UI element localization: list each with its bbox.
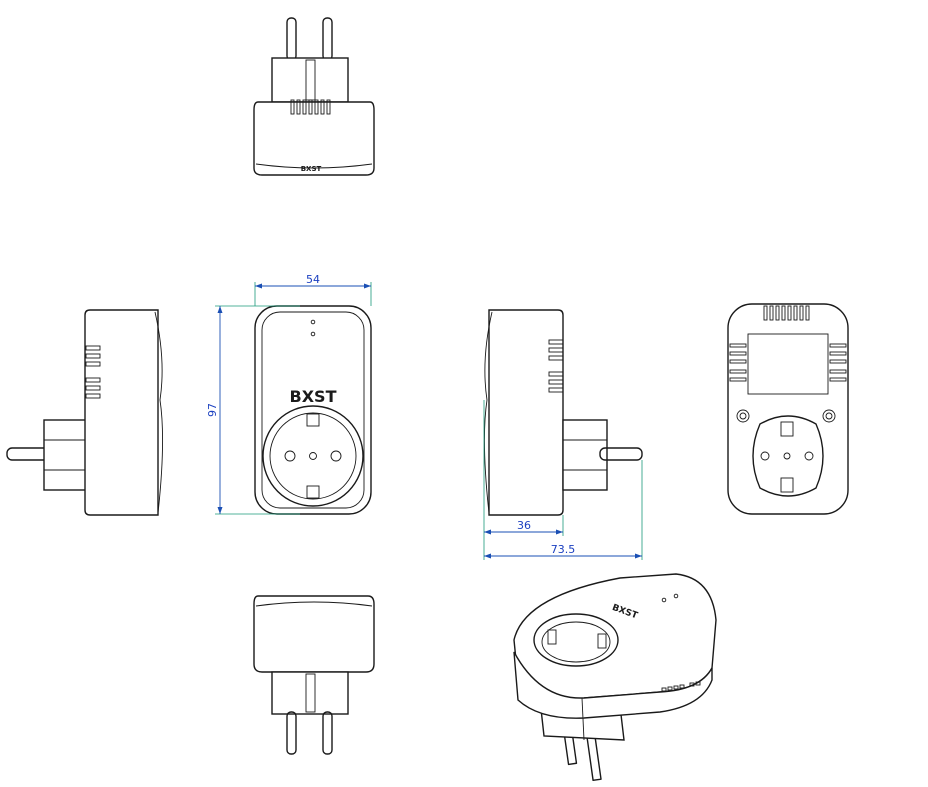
iso-socket-inner [541, 621, 611, 663]
iso-clip-left [547, 629, 557, 645]
back-socket-outline [752, 415, 824, 497]
side-plug-base-left [43, 419, 91, 491]
iso-edge [581, 697, 585, 741]
socket-hole-right [330, 450, 342, 462]
earth-clip-bottom [306, 485, 320, 499]
back-view [727, 303, 849, 515]
plug-ridge-bottom [305, 673, 316, 713]
left-side-view [6, 309, 164, 516]
top-view: BXST [253, 17, 375, 176]
iso-clip-right [597, 633, 607, 649]
side-vents-left [85, 345, 101, 399]
isometric-view: BXST [513, 573, 717, 782]
front-view: BXST [254, 305, 372, 515]
front-dimensions: 54 97 [206, 273, 372, 515]
side-housing-right [488, 309, 564, 516]
housing-top [253, 101, 375, 176]
back-hole-left [760, 451, 770, 461]
pin-left-bottom [286, 711, 297, 755]
width-label: 54 [306, 273, 320, 286]
side-dimensions: 36 73.5 [483, 400, 643, 560]
side-housing-left [84, 309, 159, 516]
logo-small-top: BXST [301, 165, 322, 173]
back-vents-top [763, 305, 810, 321]
housing-top-edge [255, 163, 373, 169]
front-face [261, 311, 365, 509]
housing-bottom-edge [255, 601, 373, 607]
pin-left [286, 17, 297, 61]
plug-base-bottom [271, 671, 349, 715]
bottom-view [253, 595, 375, 755]
vent-slots-top [290, 99, 331, 115]
side-face-curve-left [154, 311, 164, 514]
socket-inner [269, 412, 357, 500]
depth-body-label: 36 [517, 519, 531, 532]
plug-base [271, 57, 349, 103]
side-vents-right [548, 339, 564, 393]
back-ground-symbol-icon [783, 452, 791, 460]
back-earth-clip-bottom [780, 477, 794, 493]
back-hole-right [804, 451, 814, 461]
socket-outer [262, 405, 364, 507]
screw-right-icon [822, 409, 836, 423]
housing-bottom [253, 595, 375, 673]
iso-socket-outer [533, 613, 619, 667]
back-plug-recess [747, 333, 829, 395]
front-logo: BXST [290, 387, 337, 406]
earth-clip-top [306, 413, 320, 427]
iso-vents [661, 681, 701, 692]
depth-total-label: 73.5 [551, 543, 576, 556]
pin-right [322, 17, 333, 61]
right-side-view [483, 309, 643, 516]
ground-symbol-icon [309, 452, 317, 460]
iso-led-2 [673, 593, 679, 599]
iso-led-1 [661, 597, 667, 603]
side-pin-right [599, 447, 643, 461]
back-earth-clip-top [780, 421, 794, 437]
side-face-curve-right [483, 311, 493, 514]
back-vents-side [729, 343, 847, 382]
height-label: 97 [206, 403, 219, 417]
pin-right-bottom [322, 711, 333, 755]
iso-body-side [513, 651, 713, 719]
indicator-led-1 [310, 319, 316, 325]
socket-hole-left [284, 450, 296, 462]
iso-pin-right [586, 734, 602, 782]
side-pin-left [6, 447, 50, 461]
indicator-led-2 [310, 331, 316, 337]
screw-left-icon [736, 409, 750, 423]
